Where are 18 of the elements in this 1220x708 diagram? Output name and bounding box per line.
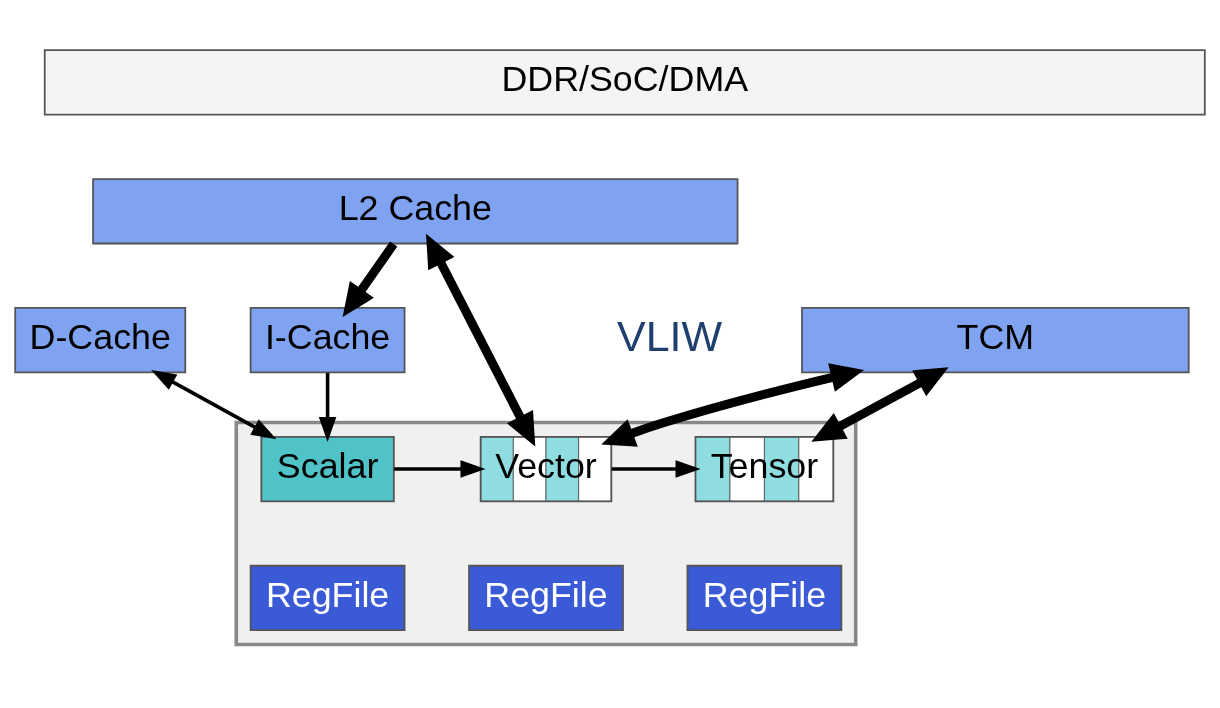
node-box: RegFile bbox=[249, 564, 406, 631]
arrow bbox=[601, 362, 865, 447]
node-box: I-Cache bbox=[249, 306, 406, 373]
node-box: D-Cache bbox=[14, 306, 187, 373]
node-box: Scalar bbox=[260, 435, 395, 502]
arrow bbox=[394, 459, 486, 478]
arrow bbox=[425, 233, 536, 446]
arrow bbox=[811, 366, 949, 442]
node-box: RegFile bbox=[686, 564, 843, 631]
node-box: RegFile bbox=[468, 564, 624, 631]
label: VLIW bbox=[617, 311, 723, 360]
arrow bbox=[342, 240, 398, 317]
node-box: DDR/SoC/DMA bbox=[43, 48, 1206, 115]
arrow bbox=[611, 459, 701, 478]
arrow bbox=[151, 369, 277, 439]
node-box: TCM bbox=[801, 306, 1190, 373]
node-box: L2 Cache bbox=[92, 177, 739, 244]
arrow bbox=[318, 372, 337, 442]
